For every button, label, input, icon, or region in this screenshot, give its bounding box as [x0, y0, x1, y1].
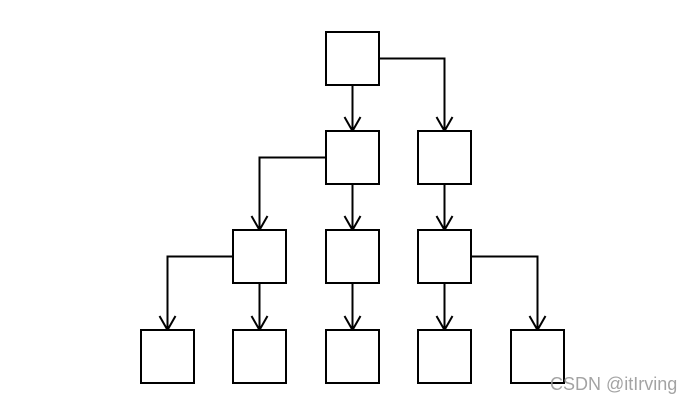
node-n3	[417, 130, 472, 185]
node-n6	[417, 229, 472, 284]
node-n8	[232, 329, 287, 384]
watermark: CSDN @itIrving	[550, 374, 678, 394]
node-n5	[325, 229, 380, 284]
node-n9	[325, 329, 380, 384]
node-n10	[417, 329, 472, 384]
edge-n1-n3	[379, 57, 446, 131]
node-n11	[510, 329, 565, 384]
node-n1	[325, 31, 380, 86]
node-n7	[140, 329, 195, 384]
node-n4	[232, 229, 287, 284]
edge-n4-n7	[166, 255, 233, 330]
edge-n2-n4	[258, 156, 326, 230]
node-n2	[325, 130, 380, 185]
edge-n6-n11	[471, 255, 539, 330]
